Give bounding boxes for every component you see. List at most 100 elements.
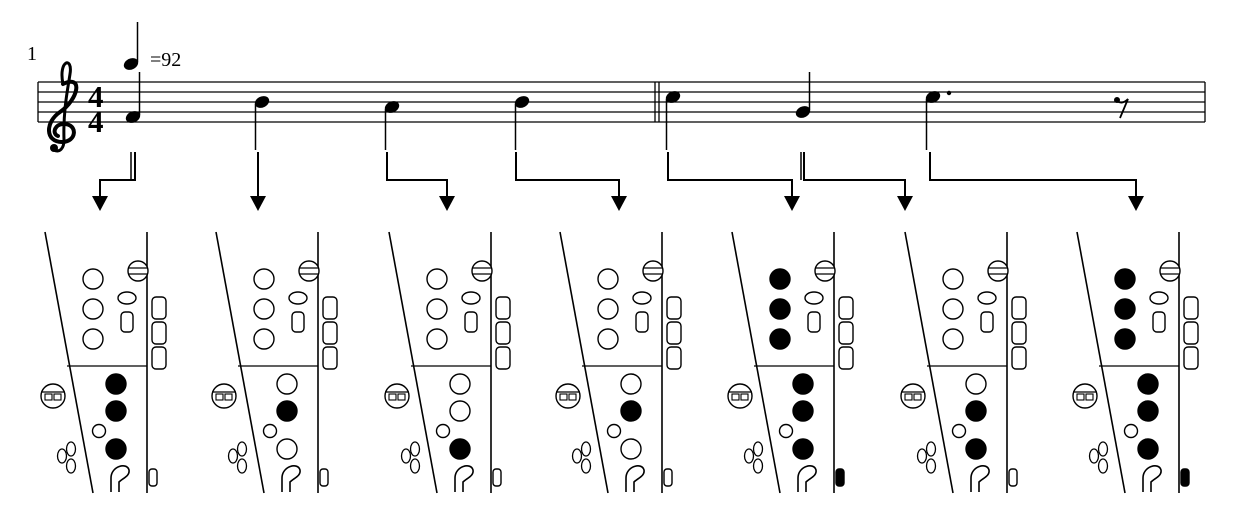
side-key-1 [1183,296,1199,320]
tone-hole-5-open [449,400,471,422]
thumb-key-outline [900,383,926,409]
thumb-key-box [44,393,53,401]
side-key-2 [1183,321,1199,345]
pinky-key-oval [752,458,764,474]
palm-key-oval [632,291,652,305]
octave-key-icon [298,260,320,282]
fingering-diagram-a4 [900,231,1027,494]
side-key-3 [666,346,682,370]
tone-hole-3-closed [769,328,791,350]
tempo-marking: =92 [123,22,181,71]
arrow [515,152,627,211]
pinky-key-oval [236,441,248,457]
time-signature: 4 4 [88,79,104,139]
time-signature-top: 4 [88,79,104,114]
pinky-key-oval [65,458,77,474]
tone-hole-1-open [426,268,448,290]
tone-hole-2-closed [769,298,791,320]
pinky-key-oval [1088,448,1100,464]
tone-hole-1-open [253,268,275,290]
arrow-line [667,152,793,196]
low-key-curve [454,465,474,492]
thumb-key-box [740,393,749,401]
low-key-curve [1142,465,1162,492]
thumb-key-icon [384,383,410,409]
side-key-small [778,423,794,439]
thumb-key-outline [384,383,410,409]
octave-key-icon [987,260,1009,282]
side-key-3 [322,346,338,370]
palm-key-oval [288,291,308,305]
arrow [929,152,1144,211]
side-key-2 [666,321,682,345]
thumb-key-box [904,393,913,401]
side-key-2 [495,321,511,345]
tone-hole-1-open [82,268,104,290]
thumb-key-outline [555,383,581,409]
pinky-key-oval [65,441,77,457]
thumb-key-icon [900,383,926,409]
pinky-key-oval [236,458,248,474]
tone-hole-4-closed [1137,373,1159,395]
pinky-key-oval [752,441,764,457]
augmentation-dot [946,90,952,96]
rest-stroke [1116,98,1129,119]
side-key-3 [1011,346,1027,370]
tone-hole-5-closed [1137,400,1159,422]
pinky-key-oval [56,448,68,464]
side-key-1 [151,296,167,320]
side-key-small [606,423,622,439]
low-pinky-key-on [835,468,845,487]
fingering-diagrams [40,231,1199,494]
thumb-key-outline [727,383,753,409]
tone-hole-5-closed [620,400,642,422]
pinky-key-oval [743,448,755,464]
note-d5 [925,90,952,150]
fingering-diagram-d5 [1072,231,1199,494]
tempo-text: =92 [150,49,181,71]
tone-hole-4-open [965,373,987,395]
octave-key-icon [1159,260,1181,282]
thumb-key-outline [1072,383,1098,409]
tone-hole-6-closed [105,438,127,460]
arrow [92,152,136,211]
pinky-key-oval [925,441,937,457]
palm-key-rect [980,311,994,333]
low-pinky-key-off [148,468,158,487]
thumb-key-icon [727,383,753,409]
pinky-key-oval [409,441,421,457]
tone-hole-5-closed [105,400,127,422]
side-key-2 [322,321,338,345]
side-key-1 [838,296,854,320]
note-head [665,91,681,103]
thumb-key-box [397,393,406,401]
arrow-head [439,196,455,211]
body-edge-left [44,231,94,494]
arrow-head [250,196,266,211]
palm-key-rect [120,311,134,333]
tone-hole-4-closed [105,373,127,395]
palm-key-oval [804,291,824,305]
side-key-2 [838,321,854,345]
side-key-small [1123,423,1139,439]
octave-key-icon [127,260,149,282]
pinky-key-oval [916,448,928,464]
low-pinky-key-on [1180,468,1190,487]
tone-hole-4-open [620,373,642,395]
thumb-key-box [53,393,62,401]
low-key-curve [281,465,301,492]
thumb-key-box [559,393,568,401]
fingering-diagram-c5 [211,231,338,494]
measure-number: 1 [27,43,37,65]
tone-hole-5-closed [276,400,298,422]
staff [37,81,1206,123]
body-edge-left [559,231,609,494]
arrow-line [515,152,620,196]
pinky-key-oval [400,448,412,464]
arrow-head [1128,196,1144,211]
note-a4 [795,72,811,180]
palm-key-oval [461,291,481,305]
low-key-curve [110,465,130,492]
arrow-head [92,196,108,211]
